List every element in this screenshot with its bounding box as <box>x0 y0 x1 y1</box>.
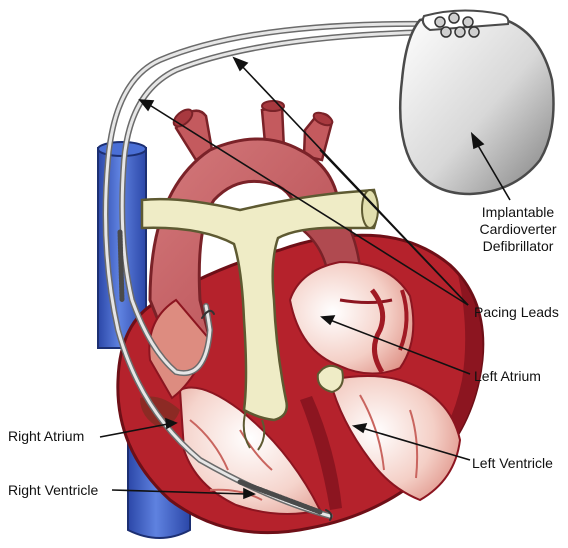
right-ventricle-label: Right Ventricle <box>8 482 98 499</box>
right-atrium-label: Right Atrium <box>8 428 84 445</box>
icd-label-line3: Defibrillator <box>472 238 564 255</box>
icd-label-line2: Cardioverter <box>472 221 564 238</box>
pacing-leads-label: Pacing Leads <box>474 304 559 321</box>
left-atrium-label: Left Atrium <box>474 368 541 385</box>
icd-device <box>400 10 553 194</box>
icd-label-line1: Implantable <box>472 204 564 221</box>
icd-label: Implantable Cardioverter Defibrillator <box>472 204 564 255</box>
left-ventricle-label: Left Ventricle <box>472 455 553 472</box>
